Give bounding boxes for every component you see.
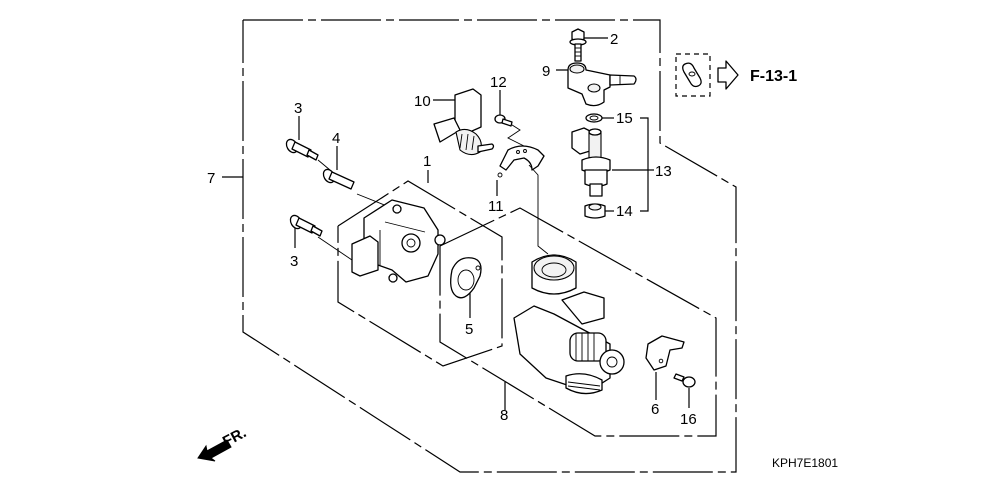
cross-reference-label[interactable]: F-13-1 xyxy=(750,68,797,85)
front-direction-indicator: FR. xyxy=(197,424,249,462)
callout-8: 8 xyxy=(500,407,508,424)
assembly-boundary-outer xyxy=(242,19,737,473)
part-6-bracket[interactable] xyxy=(645,335,685,371)
callout-13: 13 xyxy=(655,163,672,180)
callout-labels: 1 2 3 3 4 5 6 7 8 9 10 11 12 13 14 15 16 xyxy=(207,31,697,428)
cross-reference[interactable]: F-13-1 xyxy=(675,53,797,97)
callout-5: 5 xyxy=(465,321,473,338)
part-8-throttle-body[interactable] xyxy=(513,254,625,395)
part-5-gasket[interactable] xyxy=(450,257,482,299)
part-16-bolt[interactable] xyxy=(673,373,696,388)
callout-10: 10 xyxy=(414,93,431,110)
part-3-bolt-upper[interactable] xyxy=(284,137,319,161)
clip-part-icon xyxy=(682,62,702,88)
leader-lines xyxy=(222,37,690,410)
part-9-fuel-connector[interactable] xyxy=(567,62,637,107)
part-13-fuel-injector[interactable] xyxy=(571,127,611,197)
callout-16: 16 xyxy=(680,411,697,428)
part-1-sensor-housing[interactable] xyxy=(351,199,446,283)
callout-3-upper: 3 xyxy=(294,100,302,117)
part-11-clip[interactable] xyxy=(497,145,545,178)
outline-right-arrow xyxy=(717,60,739,90)
callout-12: 12 xyxy=(490,74,507,91)
part-12-bolt[interactable] xyxy=(494,114,513,127)
cross-reference-box xyxy=(675,53,711,97)
part-10-map-sensor[interactable] xyxy=(433,88,495,156)
callout-2: 2 xyxy=(610,31,618,48)
callout-15: 15 xyxy=(616,110,633,127)
part-14-seal[interactable] xyxy=(584,203,606,219)
subassembly-boundary-8 xyxy=(439,207,717,437)
callout-1: 1 xyxy=(423,153,431,170)
part-2-bolt[interactable] xyxy=(569,28,587,62)
part-3-bolt-lower[interactable] xyxy=(288,213,323,237)
subassembly-boundary-1 xyxy=(337,180,503,367)
figure-code: KPH7E1801 xyxy=(772,456,838,470)
callout-4: 4 xyxy=(332,130,340,147)
callout-6: 6 xyxy=(651,401,659,418)
part-15-o-ring[interactable] xyxy=(585,113,603,123)
callout-3-lower: 3 xyxy=(290,253,298,270)
front-arrow-icon xyxy=(197,439,232,462)
callout-11: 11 xyxy=(488,198,504,215)
part-4-bolt[interactable] xyxy=(321,167,355,190)
callout-7: 7 xyxy=(207,170,215,187)
callout-14: 14 xyxy=(616,203,633,220)
callout-9: 9 xyxy=(542,63,550,80)
